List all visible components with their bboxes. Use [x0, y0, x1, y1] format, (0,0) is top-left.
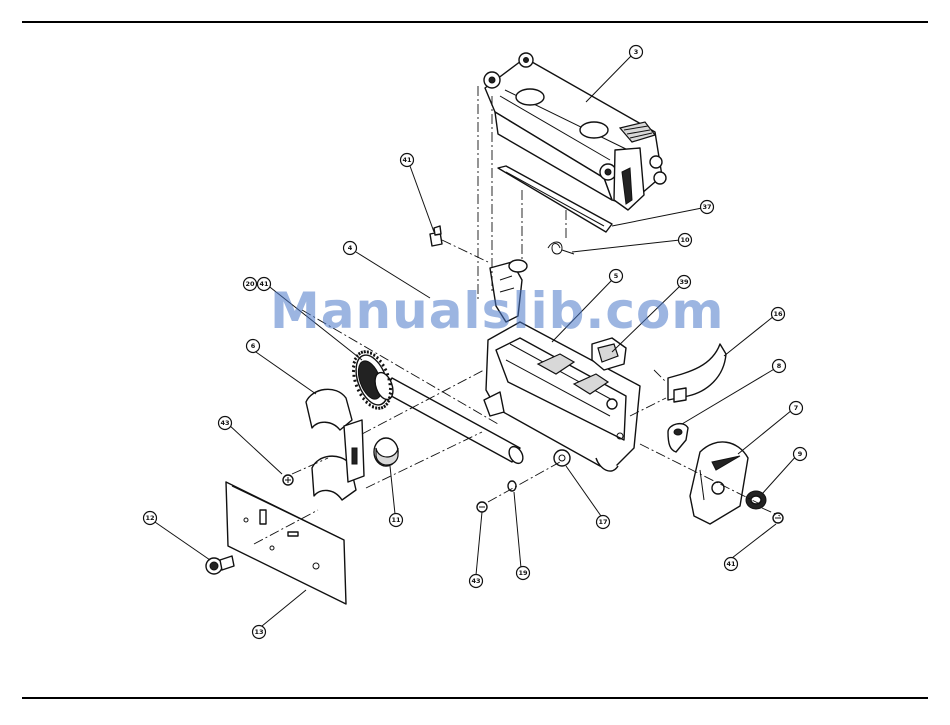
svg-text:20: 20 — [245, 280, 255, 288]
callout-43-bottom: 43 — [470, 575, 483, 588]
gear-tooth — [369, 403, 370, 406]
gear-tooth — [354, 358, 356, 360]
callout-17: 17 — [597, 516, 610, 529]
svg-text:6: 6 — [251, 342, 256, 350]
callout-8: 8 — [773, 360, 786, 373]
part-screw-left — [283, 475, 293, 485]
svg-text:16: 16 — [773, 310, 783, 318]
gear-tooth — [359, 352, 361, 355]
gear-tooth — [388, 397, 391, 399]
part-bracket — [668, 344, 726, 402]
callout-9: 9 — [794, 448, 807, 461]
callout-12: 12 — [144, 512, 157, 525]
gear-tooth — [386, 374, 389, 375]
svg-text:43: 43 — [471, 577, 480, 585]
gear-tooth — [357, 390, 360, 392]
gear-tooth — [388, 379, 391, 380]
svg-text:4: 4 — [348, 244, 353, 252]
callout-10: 10 — [679, 234, 692, 247]
gear-tooth — [382, 406, 383, 409]
svg-text:41: 41 — [259, 280, 269, 288]
svg-text:5: 5 — [614, 272, 619, 280]
gear-tooth — [366, 401, 368, 404]
part-printhead-assembly — [484, 53, 666, 210]
svg-text:41: 41 — [402, 156, 412, 164]
svg-text:13: 13 — [254, 628, 263, 636]
part-lever-link — [668, 424, 688, 452]
svg-text:17: 17 — [598, 518, 607, 526]
part-screw-bottom — [477, 502, 487, 512]
gear-tooth — [374, 354, 375, 357]
gear-tooth — [373, 405, 374, 408]
gear-tooth — [352, 371, 355, 372]
part-washer-small — [508, 481, 516, 491]
svg-text:39: 39 — [679, 278, 689, 286]
svg-text:43: 43 — [220, 419, 229, 427]
gear-tooth — [382, 364, 384, 366]
gear-tooth — [379, 360, 381, 362]
callout-37: 37 — [701, 201, 714, 214]
svg-text:8: 8 — [777, 362, 782, 370]
gear-tooth — [389, 393, 392, 394]
gear-tooth — [355, 385, 358, 386]
part-cam-plate — [690, 442, 748, 524]
gear-tooth — [371, 352, 372, 355]
part-screw-right — [773, 513, 783, 523]
gear-tooth — [386, 403, 388, 405]
gear-tooth — [384, 405, 386, 408]
gear-tooth — [352, 366, 355, 367]
gear-tooth — [389, 389, 392, 390]
callout-7: 7 — [790, 402, 803, 415]
svg-text:3: 3 — [634, 48, 639, 56]
part-screw-top — [430, 226, 442, 246]
watermark-text: Manualslib.com — [270, 282, 724, 340]
svg-text:37: 37 — [702, 203, 711, 211]
callout-41-right: 41 — [725, 558, 738, 571]
svg-text:7: 7 — [794, 404, 799, 412]
top-rule — [22, 21, 928, 23]
gear-tooth — [361, 351, 362, 354]
gear-tooth — [360, 394, 362, 396]
gear-tooth — [379, 407, 380, 410]
callout-13: 13 — [253, 626, 266, 639]
svg-text:9: 9 — [798, 450, 803, 458]
callout-3: 3 — [630, 46, 643, 59]
part-side-plate — [226, 482, 346, 604]
callout-41-top: 41 — [401, 154, 414, 167]
svg-text:10: 10 — [680, 236, 690, 244]
bottom-rule — [22, 697, 928, 699]
callout-19: 19 — [517, 567, 530, 580]
gear-tooth — [353, 362, 356, 364]
callout-4: 4 — [344, 242, 357, 255]
gear-tooth — [354, 380, 357, 381]
callout-43-left: 43 — [219, 417, 232, 430]
part-bushings — [306, 389, 364, 500]
gear-tooth — [377, 357, 379, 360]
part-round-bushing — [374, 438, 398, 466]
callout-20: 20 — [244, 278, 257, 291]
callout-16: 16 — [772, 308, 785, 321]
gear-tooth — [387, 400, 389, 402]
svg-text:12: 12 — [145, 514, 154, 522]
part-spring — [548, 242, 574, 254]
callout-11: 11 — [390, 514, 403, 527]
part-bushing-right — [746, 491, 766, 509]
gear-tooth — [363, 398, 365, 400]
svg-text:19: 19 — [518, 569, 528, 577]
callout-39: 39 — [678, 276, 691, 289]
part-knob — [206, 556, 234, 574]
gear-tooth — [384, 369, 387, 371]
svg-text:11: 11 — [391, 516, 401, 524]
callout-5: 5 — [610, 270, 623, 283]
callout-41-roller: 41 — [258, 278, 271, 291]
svg-text:41: 41 — [726, 560, 736, 568]
gear-tooth — [364, 350, 365, 353]
callout-6: 6 — [247, 340, 260, 353]
